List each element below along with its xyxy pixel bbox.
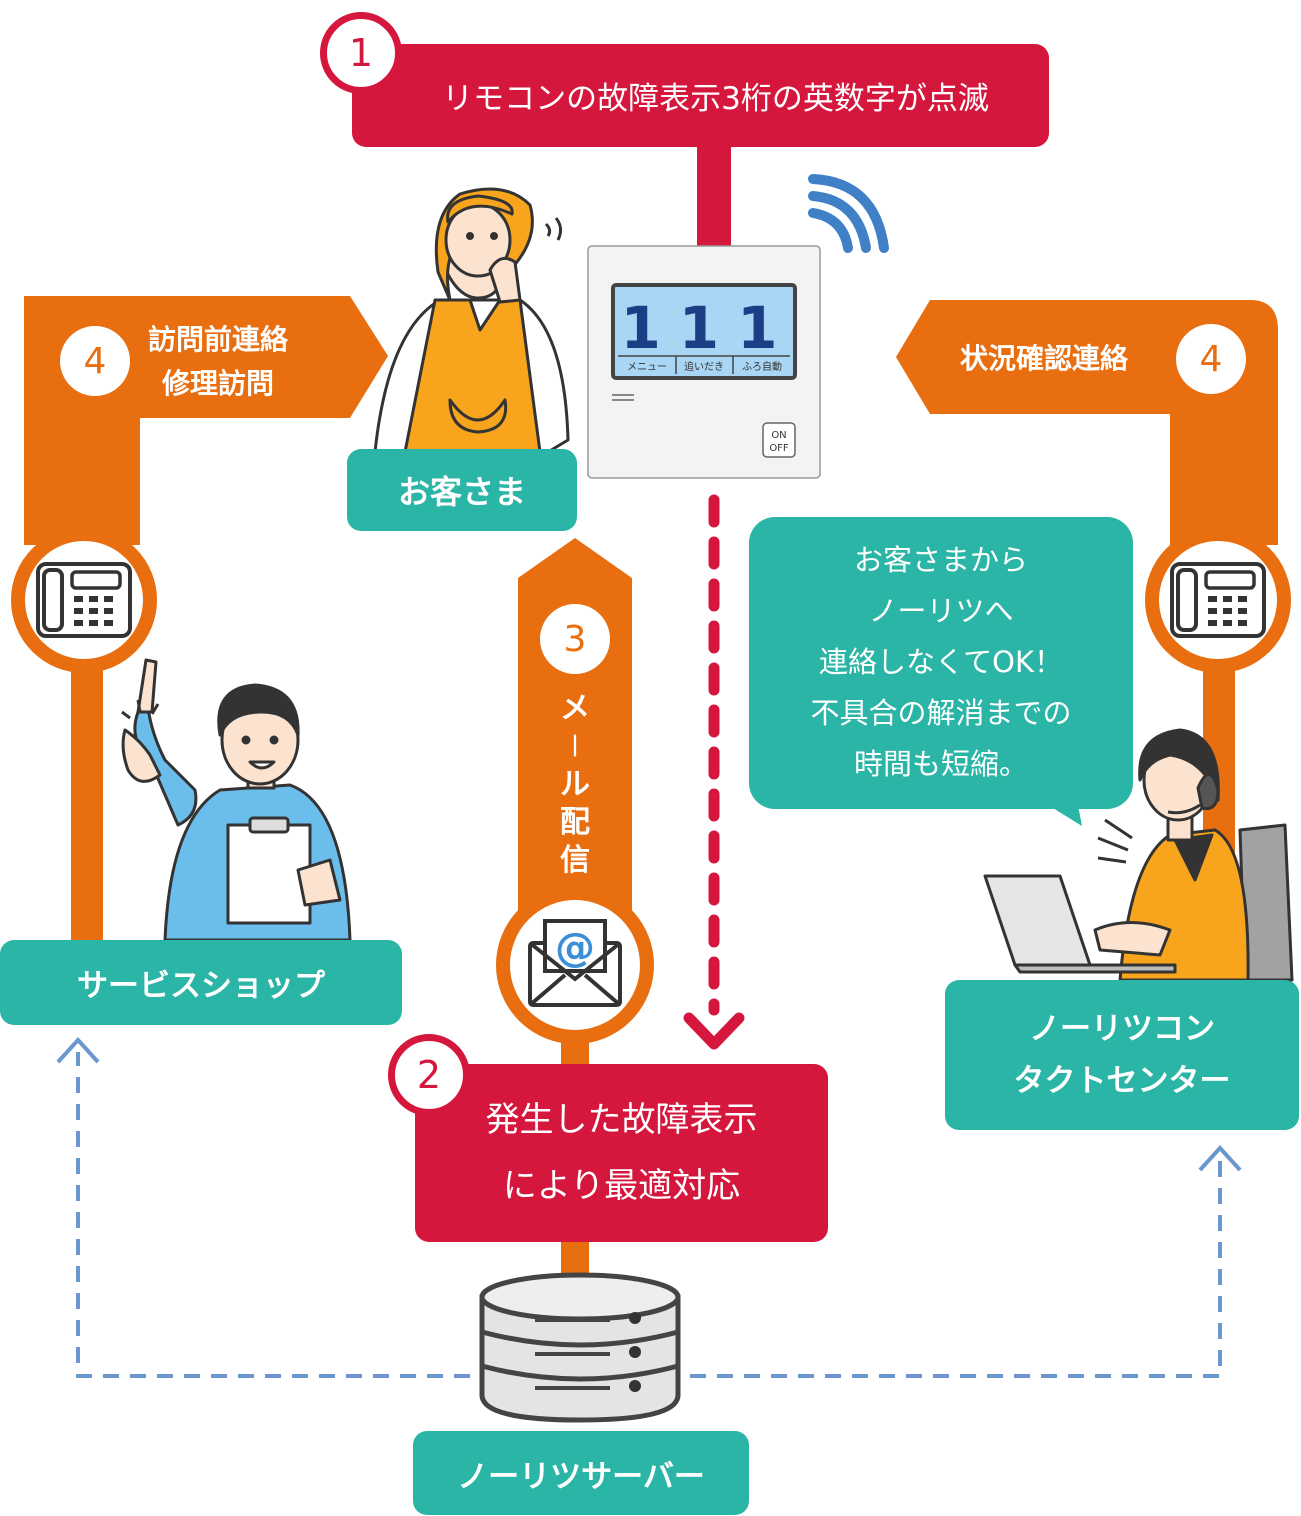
step1-text: リモコンの故障表示3桁の英数字が点滅 bbox=[442, 81, 989, 117]
step4-left-label: 訪問前連絡 修理訪問 bbox=[148, 318, 288, 406]
telephone-icon bbox=[1145, 527, 1291, 673]
step4-left-line1: 訪問前連絡 bbox=[148, 323, 289, 356]
customer-illustration bbox=[373, 187, 570, 454]
step2-banner: 発生した故障表示 により最適対応 bbox=[415, 1064, 828, 1242]
blue-arrowhead-left bbox=[56, 1037, 100, 1064]
step2-line2: により最適対応 bbox=[502, 1166, 741, 1206]
contact-center-line2: タクトセンター bbox=[1013, 1063, 1231, 1099]
remote-power-on: ON bbox=[771, 430, 786, 441]
step2-number: 2 bbox=[416, 1053, 442, 1097]
contact-center-line1: ノーリツコン bbox=[1029, 1011, 1215, 1047]
service-shop-label-box: サービスショップ bbox=[0, 940, 402, 1025]
customer-label-box: お客さま bbox=[347, 449, 577, 531]
customer-label: お客さま bbox=[397, 473, 526, 511]
wireless-signal-icon bbox=[808, 174, 889, 253]
speech-line: ノーリツへ bbox=[868, 594, 1014, 628]
step3-number-badge: 3 bbox=[540, 604, 610, 674]
speech-line: 連絡しなくてOK！ bbox=[819, 645, 1063, 679]
server-icon bbox=[479, 1272, 681, 1423]
remote-button-auto-bath: ふろ自動 bbox=[742, 360, 782, 373]
speech-bubble bbox=[749, 517, 1133, 809]
mail-at-icon: @ bbox=[496, 886, 654, 1044]
step3-char: 配 bbox=[560, 805, 590, 840]
server-label-box: ノーリツサーバー bbox=[413, 1431, 749, 1515]
service-shop-label: サービスショップ bbox=[77, 968, 325, 1004]
speech-line: お客さまから bbox=[853, 543, 1028, 577]
step3-vertical-label: メ ｜ ル 配 信 bbox=[553, 690, 597, 880]
remote-button-reheat: 追いだき bbox=[684, 360, 724, 373]
remote-controller bbox=[587, 245, 821, 479]
step1-number: 1 bbox=[348, 31, 374, 75]
remote-display-digits: 111 bbox=[620, 294, 795, 362]
contact-center-label-box: ノーリツコン タクトセンター bbox=[945, 980, 1299, 1130]
service-worker-illustration bbox=[121, 658, 352, 942]
step4-left-number-badge: 4 bbox=[60, 326, 130, 396]
step3-char: ル bbox=[560, 767, 590, 802]
step1-banner: リモコンの故障表示3桁の英数字が点滅 bbox=[352, 44, 1049, 147]
speech-line: 時間も短縮。 bbox=[853, 747, 1028, 781]
operator-illustration bbox=[983, 728, 1294, 982]
remote-power-off: OFF bbox=[769, 443, 789, 454]
step3-char: メ bbox=[560, 691, 590, 726]
step4-right-text: 状況確認連絡 bbox=[960, 342, 1129, 375]
step4-left-line2: 修理訪問 bbox=[162, 367, 275, 400]
step4-left-number: 4 bbox=[83, 340, 107, 382]
blue-dashed-lines bbox=[76, 1052, 1222, 1378]
speech-line: 不具合の解消までの bbox=[810, 696, 1072, 730]
step4-right-label: 状況確認連絡 bbox=[960, 337, 1128, 381]
step4-right-number-badge: 4 bbox=[1176, 324, 1246, 394]
step4-right-number: 4 bbox=[1199, 338, 1223, 380]
step1-number-badge: 1 bbox=[320, 12, 402, 94]
speech-bubble-text: お客さまから ノーリツへ 連絡しなくてOK！ 不具合の解消までの 時間も短縮。 bbox=[749, 535, 1133, 790]
red-dashed-arrow bbox=[683, 494, 745, 1050]
blue-arrowhead-right bbox=[1198, 1145, 1242, 1172]
telephone-icon bbox=[11, 527, 157, 673]
step3-number: 3 bbox=[563, 618, 587, 660]
step3-char: 信 bbox=[560, 843, 590, 878]
server-label: ノーリツサーバー bbox=[457, 1458, 705, 1495]
svg-text:@: @ bbox=[555, 925, 595, 971]
remote-button-menu: メニュー bbox=[627, 362, 667, 373]
step2-number-badge: 2 bbox=[388, 1034, 470, 1116]
step3-char: ｜ bbox=[560, 734, 590, 759]
step2-line1: 発生した故障表示 bbox=[485, 1100, 758, 1140]
